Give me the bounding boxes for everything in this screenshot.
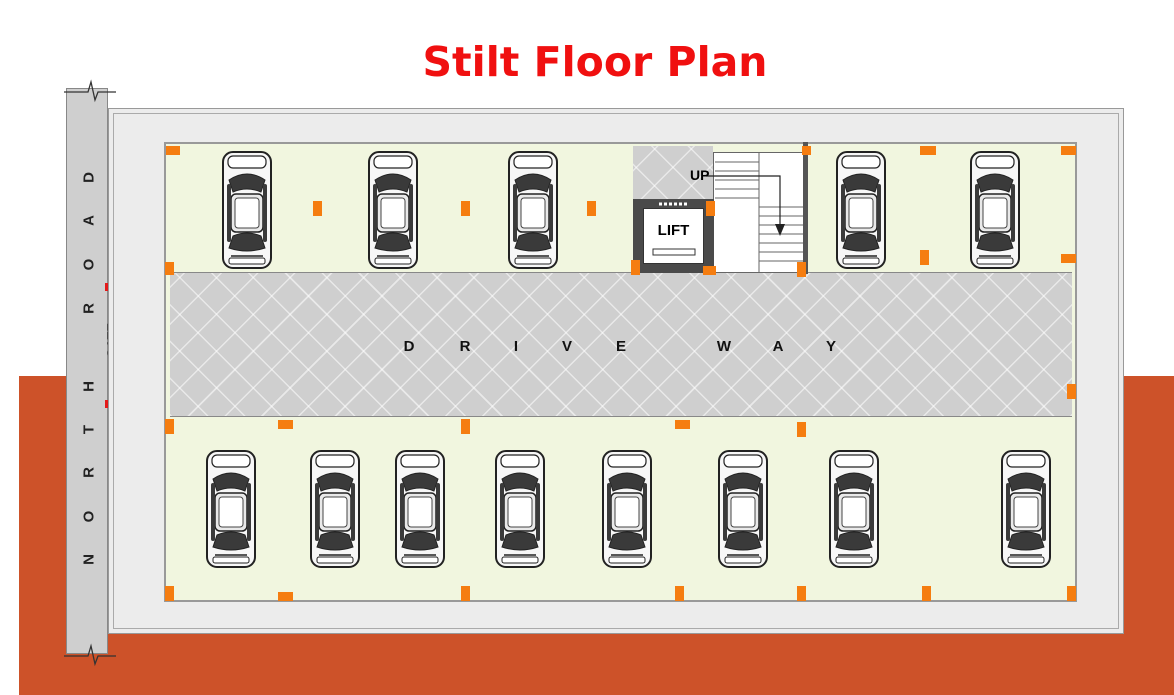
column <box>797 422 806 437</box>
page-title: Stilt Floor Plan <box>422 38 768 86</box>
car-icon <box>394 449 446 574</box>
road-label-letter: O <box>80 258 98 271</box>
car-icon <box>367 150 419 275</box>
column <box>797 586 806 601</box>
road-label-letter: R <box>80 303 98 314</box>
column <box>165 586 174 601</box>
column <box>631 260 640 275</box>
column <box>922 586 931 601</box>
road-label-letter: O <box>80 510 98 523</box>
road-label-letter: T <box>80 424 98 435</box>
column <box>675 420 690 429</box>
driveway-label-letter: D <box>403 338 415 355</box>
arrow-down-icon <box>706 175 785 236</box>
stair-wall <box>803 142 808 274</box>
driveway-label-letter: I <box>513 338 519 355</box>
column <box>278 420 293 429</box>
driveway-label-letter: R <box>459 338 471 355</box>
column <box>1067 384 1076 399</box>
column <box>278 592 293 601</box>
lift-door <box>652 202 696 256</box>
column <box>165 419 174 434</box>
car-icon <box>969 150 1021 275</box>
column <box>675 586 684 601</box>
car-icon <box>309 449 361 574</box>
column <box>802 146 811 155</box>
driveway-label-letter: V <box>561 338 572 355</box>
driveway-label-letter: A <box>772 338 784 355</box>
column <box>587 201 596 216</box>
column <box>461 201 470 216</box>
column <box>313 201 322 216</box>
car-icon <box>717 449 769 574</box>
column <box>461 419 470 434</box>
lift-label: LIFT <box>657 222 690 239</box>
break-line-icon <box>64 79 116 103</box>
column <box>461 586 470 601</box>
column <box>706 201 715 216</box>
column <box>1061 146 1076 155</box>
car-icon <box>1000 449 1052 574</box>
road-label-letter: A <box>80 215 98 226</box>
plot-inner-line <box>113 113 1119 629</box>
car-icon <box>205 449 257 574</box>
north-road <box>66 88 108 654</box>
car-icon <box>601 449 653 574</box>
break-line-icon <box>64 643 116 667</box>
driveway-label-letter: E <box>615 338 626 355</box>
road-label-letter: R <box>80 467 98 478</box>
driveway <box>170 272 1072 417</box>
column <box>703 266 716 275</box>
car-icon <box>835 150 887 275</box>
lobby-hatch <box>633 146 713 202</box>
column <box>1067 586 1076 601</box>
driveway-label-letter: Y <box>825 338 836 355</box>
column <box>165 262 174 275</box>
column <box>166 146 180 155</box>
column <box>920 146 936 155</box>
car-icon <box>507 150 559 275</box>
stairs-up-label: UP <box>690 167 710 183</box>
car-icon <box>221 150 273 275</box>
column <box>1061 254 1076 263</box>
column <box>797 262 806 277</box>
car-icon <box>828 449 880 574</box>
road-label-letter: H <box>80 381 98 392</box>
column <box>920 250 929 265</box>
road-label-letter: D <box>80 172 98 183</box>
driveway-label-letter: W <box>716 338 732 355</box>
road-label-letter: N <box>80 554 98 565</box>
car-icon <box>494 449 546 574</box>
